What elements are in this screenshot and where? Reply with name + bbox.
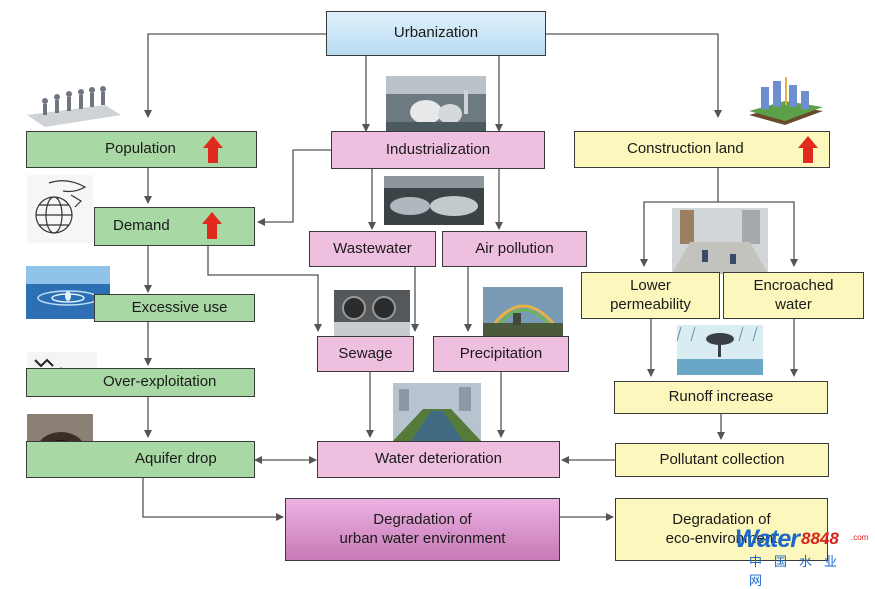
over-exploitation-box: Over-exploitation bbox=[26, 368, 255, 397]
pollutant-collection-box: Pollutant collection bbox=[615, 443, 829, 477]
connector bbox=[257, 149, 331, 226]
air-pollution-box: Air pollution bbox=[442, 231, 587, 267]
degradation-eco-box: Degradation of eco-environment bbox=[615, 498, 828, 561]
precipitation-box: Precipitation bbox=[433, 336, 569, 372]
flood-sketch-icon bbox=[677, 325, 763, 375]
water-deterioration-box: Water deterioration bbox=[317, 441, 560, 478]
over-exploitation-label: Over-exploitation bbox=[103, 373, 217, 391]
treatment-ponds-photo bbox=[384, 176, 484, 225]
watermark-number: 8848 bbox=[801, 529, 839, 548]
sewage-box: Sewage bbox=[317, 336, 414, 372]
urbanization-box: Urbanization bbox=[326, 11, 546, 56]
construction-land-icon bbox=[749, 77, 823, 125]
connector bbox=[142, 478, 284, 521]
wastewater-box: Wastewater bbox=[309, 231, 436, 267]
watermark-suffix: .com bbox=[851, 533, 869, 542]
watermark-brand: Water bbox=[735, 525, 800, 553]
degradation-urban-box: Degradation of urban water environment bbox=[285, 498, 560, 561]
connector bbox=[546, 33, 722, 118]
aquifer-drop-label: Aquifer drop bbox=[135, 450, 217, 468]
demand-label: Demand bbox=[113, 217, 170, 235]
construction-land-box: Construction land bbox=[574, 131, 830, 168]
watermark-logo: Water 8848 .com 中国水业网 bbox=[735, 521, 871, 588]
industrial-plant-photo bbox=[386, 76, 486, 132]
industrialization-box: Industrialization bbox=[331, 131, 545, 169]
construction-land-label: Construction land bbox=[627, 140, 744, 158]
connector bbox=[144, 33, 326, 118]
aquifer-drop-box: Aquifer drop bbox=[26, 441, 255, 478]
construction-site-photo bbox=[672, 208, 768, 274]
excessive-use-label: Excessive use bbox=[131, 298, 228, 316]
population-label: Population bbox=[105, 140, 176, 158]
rainbow-city-photo bbox=[483, 287, 563, 336]
lower-permeability-box: Lower permeability bbox=[581, 272, 720, 319]
runoff-increase-box: Runoff increase bbox=[614, 381, 828, 414]
population-figures-icon bbox=[27, 86, 121, 127]
encroached-water-box: Encroached water bbox=[723, 272, 864, 319]
globe-sketch-icon bbox=[27, 175, 93, 243]
demand-box: Demand bbox=[94, 207, 255, 246]
polluted-river-photo bbox=[393, 383, 481, 441]
excessive-use-box: Excessive use bbox=[94, 294, 255, 322]
sewage-outfall-photo bbox=[334, 290, 410, 338]
watermark-chinese: 中国水业网 bbox=[749, 554, 850, 588]
